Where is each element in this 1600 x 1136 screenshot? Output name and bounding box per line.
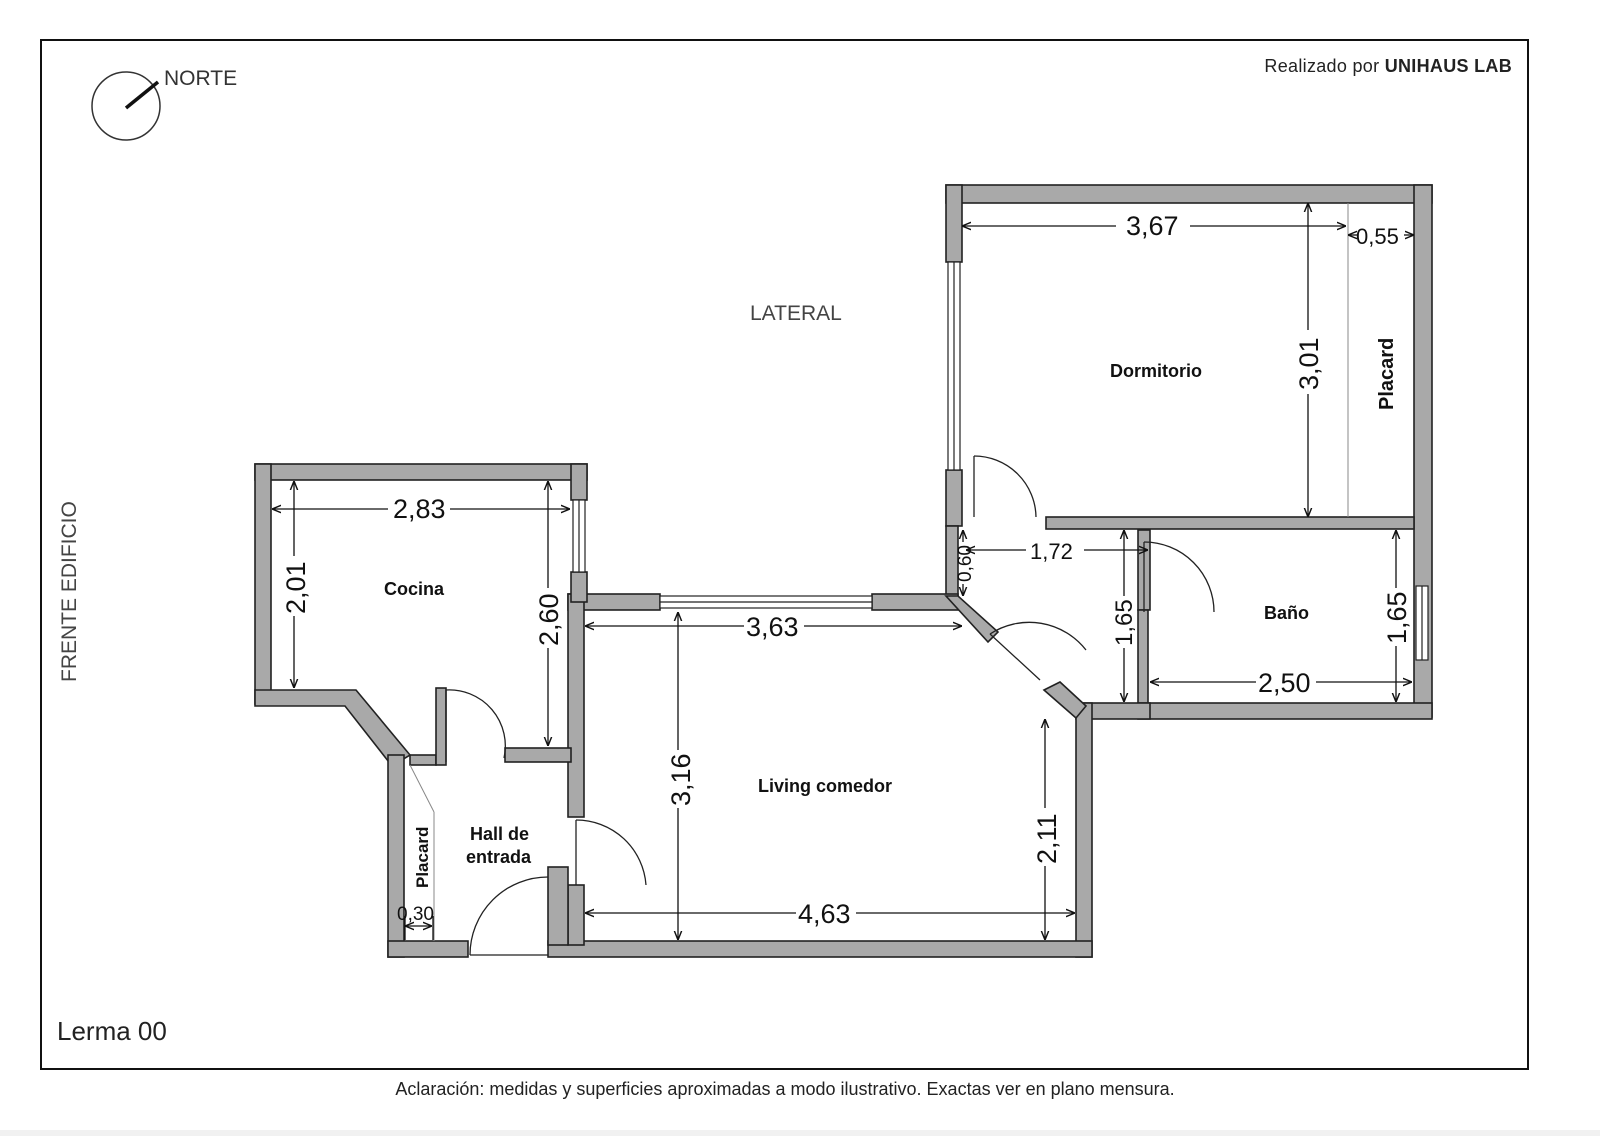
door-dormitorio-arc: [973, 455, 1037, 518]
wall-dorm-west-upper: [945, 184, 963, 263]
door-pasillo-leaf: [989, 633, 1041, 681]
wall-hall-door-jamb: [435, 687, 447, 766]
door-entry-arc: [469, 876, 549, 956]
room-hall-line2: entrada: [466, 847, 532, 867]
wall-living-top-right: [871, 593, 959, 611]
lateral-label: LATERAL: [750, 302, 842, 325]
credit-text: Realizado por UNIHAUS LAB: [1264, 56, 1512, 77]
dim-placard-hall: 0,30: [397, 904, 434, 925]
dim-pasillo-small: 0,60: [955, 545, 976, 582]
dim-dorm-depth: 3,01: [1294, 337, 1324, 390]
wall-cocina-east-lower: [570, 571, 588, 603]
wall-living-east: [1075, 702, 1093, 958]
dim-dorm-width: 3,67: [1126, 211, 1179, 241]
wall-living-west-lower: [567, 884, 585, 946]
wall-dorm-top: [945, 184, 1433, 204]
wall-cocina-east-upper: [570, 463, 588, 501]
wall-hall-bottom: [387, 940, 469, 958]
project-name: Lerma 00: [57, 1016, 167, 1046]
dim-cocina-depth-left: 2,01: [281, 561, 311, 614]
door-pasillo-arc: [989, 621, 1087, 651]
wall-dorm-bottom: [1045, 516, 1415, 530]
wall-hall-east-lower: [547, 866, 569, 946]
room-hall-line1: Hall de: [470, 824, 529, 844]
room-dormitorio: Dormitorio: [1110, 361, 1202, 381]
door-living-arc: [575, 819, 647, 886]
compass-label: NORTE: [164, 67, 237, 90]
wall-living-diag: [944, 595, 1000, 644]
room-placard-dormitorio: Placard: [1376, 338, 1398, 410]
wall-hall-stub: [409, 754, 437, 766]
door-cocina-arc: [445, 689, 506, 759]
dimension-lines: [272, 203, 1414, 940]
doors: [445, 455, 1215, 956]
placard-lines: [409, 203, 1349, 941]
credit-brand: UNIHAUS LAB: [1384, 56, 1512, 76]
wall-living-west-upper: [567, 593, 585, 818]
dim-cocina-depth-right: 2,60: [534, 593, 564, 646]
dim-living-right: 2,11: [1032, 813, 1062, 864]
room-living: Living comedor: [758, 776, 892, 796]
wall-cocina-south: [504, 747, 572, 763]
dim-bano-depth: 1,65: [1382, 591, 1412, 644]
wall-bano-west-lower: [1137, 609, 1149, 707]
dim-cocina-width: 2,83: [393, 494, 446, 524]
dim-living-top: 3,63: [746, 612, 799, 642]
disclaimer-text: Aclaración: medidas y superficies aproxi…: [395, 1079, 1175, 1099]
dim-living-depth: 3,16: [666, 753, 696, 806]
door-bano-arc: [1143, 541, 1215, 613]
wall-cocina-west: [254, 463, 272, 705]
credit-prefix: Realizado por: [1264, 56, 1380, 76]
room-cocina: Cocina: [384, 579, 445, 599]
wall-cocina-top: [254, 463, 588, 481]
dim-pasillo-depth: 1,65: [1111, 599, 1138, 646]
dim-pasillo-width: 1,72: [1030, 539, 1073, 564]
north-arrow-icon: [91, 71, 161, 141]
windows: [572, 261, 1429, 661]
room-bano: Baño: [1264, 603, 1309, 623]
wall-dorm-west-lower: [945, 469, 963, 527]
wall-living-nib: [1042, 681, 1088, 720]
dim-bano-width: 2,50: [1258, 668, 1311, 698]
room-placard-hall: Placard: [413, 827, 432, 888]
wall-living-bottom: [547, 940, 1093, 958]
wall-bano-bottom: [1137, 702, 1433, 720]
walls: [254, 184, 1433, 958]
wall-cocina-diag: [254, 689, 412, 768]
plan-frame: [40, 39, 1529, 1070]
frente-edificio-label: FRENTE EDIFICIO: [58, 501, 81, 682]
dim-dorm-placard-width: 0,55: [1356, 224, 1399, 249]
wall-hall-west: [387, 754, 405, 958]
dim-living-bottom: 4,63: [798, 899, 851, 929]
